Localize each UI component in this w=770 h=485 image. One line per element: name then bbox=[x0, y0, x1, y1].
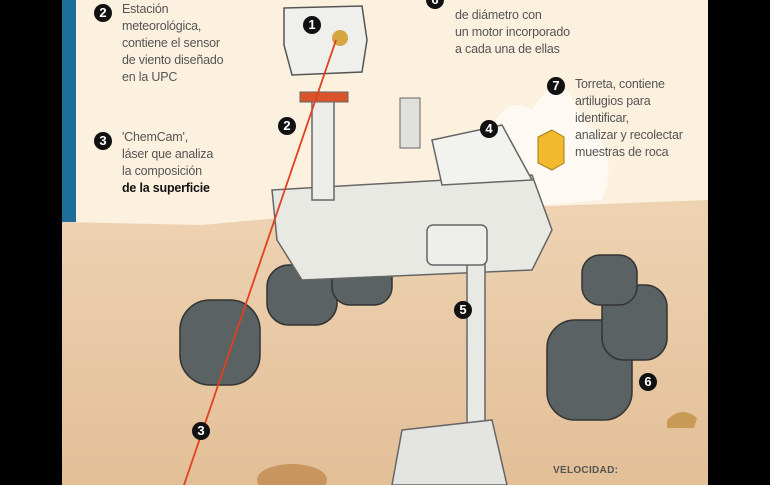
text-line: 'ChemCam', bbox=[122, 130, 188, 144]
text-line: analizar y recolectar bbox=[575, 128, 683, 142]
marker-3: 3 bbox=[192, 422, 210, 440]
marker-1: 1 bbox=[303, 16, 321, 34]
text-line: láser que analiza bbox=[122, 147, 214, 161]
mast-camera-head bbox=[283, 5, 368, 76]
text-line: en la UPC bbox=[122, 70, 178, 84]
text-line: un motor incorporado bbox=[455, 25, 570, 39]
laser-beam bbox=[183, 39, 337, 485]
wheels bbox=[179, 254, 668, 421]
infographic: 2 Estación meteorológica, contiene el se… bbox=[62, 0, 708, 485]
text-line-bold: de la superficie bbox=[122, 181, 210, 195]
text-line: identificar, bbox=[575, 111, 629, 125]
marker-6: 6 bbox=[639, 373, 657, 391]
rock bbox=[257, 464, 327, 485]
blue-stripe bbox=[62, 0, 76, 222]
text-line: de viento diseñado bbox=[122, 53, 224, 67]
velocity-label: VELOCIDAD: bbox=[553, 465, 619, 476]
text-line: Torreta, contiene bbox=[575, 77, 665, 91]
callout-chemcam: 'ChemCam', láser que analiza la composic… bbox=[122, 129, 213, 197]
callout-turret: Torreta, contiene artilugios para identi… bbox=[575, 76, 683, 161]
callout-number-2: 2 bbox=[94, 4, 112, 22]
callout-wheels: de diámetro con un motor incorporado a c… bbox=[455, 7, 570, 58]
text-line: artilugios para bbox=[575, 94, 651, 108]
text-line: muestras de roca bbox=[575, 145, 669, 159]
callout-number-7: 7 bbox=[547, 77, 565, 95]
mast bbox=[311, 99, 335, 201]
turret bbox=[537, 129, 565, 171]
rover-illustration bbox=[62, 0, 708, 485]
text-line: de diámetro con bbox=[455, 8, 542, 22]
callout-number-6: 6 bbox=[426, 0, 444, 9]
marker-5: 5 bbox=[454, 301, 472, 319]
text-line: la composición bbox=[122, 164, 202, 178]
callout-weather-station: Estación meteorológica, contiene el sens… bbox=[122, 1, 224, 86]
ground bbox=[62, 200, 708, 485]
text-line: meteorológica, bbox=[122, 19, 202, 33]
text-line: Estación bbox=[122, 2, 169, 16]
callout-number-3: 3 bbox=[94, 132, 112, 150]
text-line: contiene el sensor bbox=[122, 36, 220, 50]
text-line: a cada una de ellas bbox=[455, 42, 560, 56]
marker-2: 2 bbox=[278, 117, 296, 135]
marker-4: 4 bbox=[480, 120, 498, 138]
robotic-arm bbox=[466, 259, 486, 426]
